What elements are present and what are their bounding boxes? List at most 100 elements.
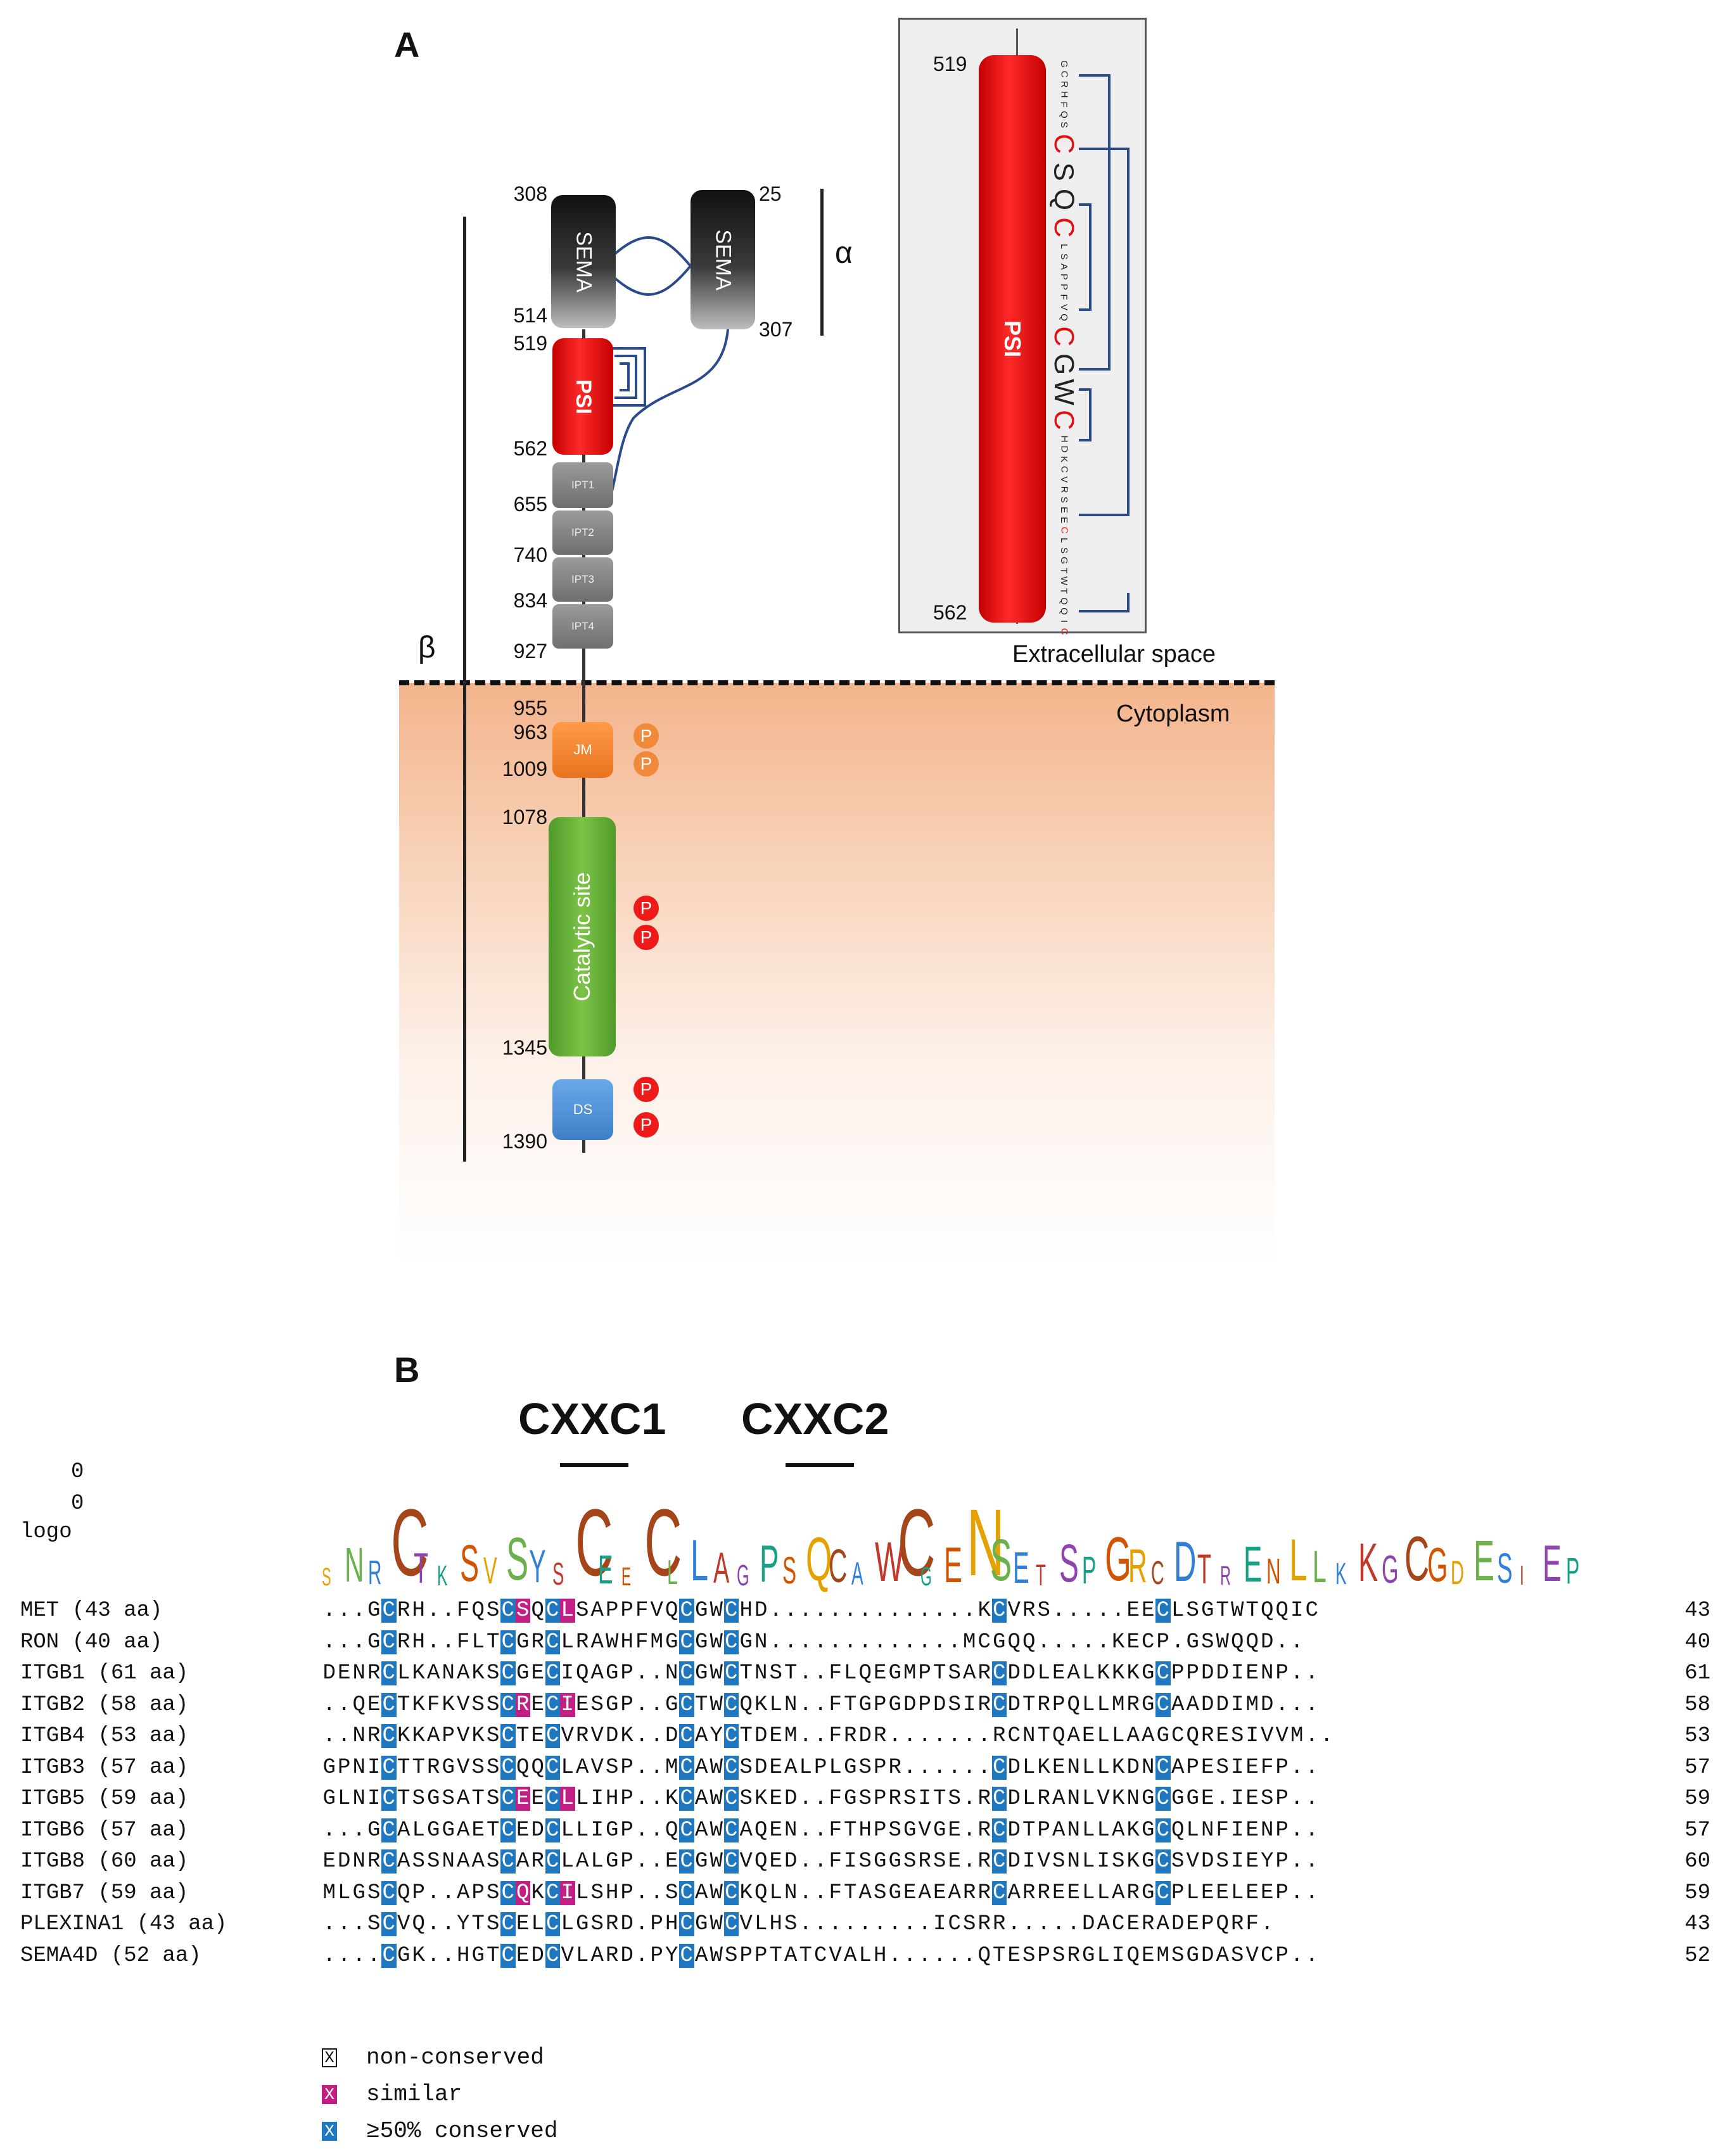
residue: E xyxy=(531,1787,544,1811)
residue: Q xyxy=(1007,1630,1021,1654)
residue: R xyxy=(576,1630,589,1654)
residue: V xyxy=(397,1912,411,1936)
residue: G xyxy=(993,1630,1006,1654)
residue: S xyxy=(739,1787,753,1811)
alignment-row-length: 61 xyxy=(1684,1661,1710,1685)
residue: E xyxy=(874,1661,887,1685)
residue: C xyxy=(381,1787,397,1811)
residue-927: 927 xyxy=(513,640,547,663)
residue: . xyxy=(442,1599,455,1623)
residue: D xyxy=(606,1724,619,1748)
residue: N xyxy=(754,1661,768,1685)
residue: . xyxy=(948,1724,961,1748)
residue: V xyxy=(457,1692,470,1717)
residue: P xyxy=(620,1755,633,1780)
logo-letter: N xyxy=(967,1489,1005,1595)
residue: . xyxy=(903,1912,917,1936)
residue: E xyxy=(1201,1755,1214,1780)
logo-letter: K xyxy=(436,1559,448,1592)
residue: D xyxy=(1261,1630,1274,1654)
residue: C xyxy=(500,1755,516,1780)
residue: . xyxy=(635,1943,649,1968)
motif-cxxc1: CXXC1 xyxy=(518,1394,666,1443)
residue: M xyxy=(1112,1692,1125,1717)
residue: G xyxy=(933,1818,946,1842)
residue: P xyxy=(650,1912,663,1936)
residue: S xyxy=(487,1724,500,1748)
residue: E xyxy=(515,1787,530,1811)
residue: N xyxy=(352,1755,366,1780)
logo-letter: S xyxy=(782,1549,797,1592)
residue: N xyxy=(665,1661,678,1685)
residue: D xyxy=(1201,1943,1214,1968)
residue: E xyxy=(1126,1599,1140,1623)
residue: . xyxy=(963,1943,976,1968)
residue: E xyxy=(1052,1755,1066,1780)
alignment-row-sequence: ...GCRH..FLTCGRCLRAWHFMGCGWCGN..........… xyxy=(322,1630,1304,1654)
residue: . xyxy=(1290,1943,1304,1968)
residue: R xyxy=(1231,1912,1244,1936)
residue: C xyxy=(723,1661,739,1685)
residue: . xyxy=(814,1912,827,1936)
cytoplasm-region xyxy=(399,683,1275,1267)
residue: E xyxy=(338,1661,351,1685)
residue: S xyxy=(487,1692,500,1717)
residue-307: 307 xyxy=(759,318,793,341)
residue: E xyxy=(1052,1880,1066,1905)
scale-tick: 0 xyxy=(71,1460,84,1484)
residue: . xyxy=(799,1599,812,1623)
residue: E xyxy=(769,1724,782,1748)
residue: P xyxy=(1275,1818,1289,1842)
residue: E xyxy=(1216,1880,1229,1905)
residue: A xyxy=(457,1787,470,1811)
residue: . xyxy=(963,1724,976,1748)
phospho-circle: P xyxy=(633,1077,659,1102)
residue: . xyxy=(903,1630,917,1654)
alignment-row-sequence: ....CGK..HGTCEDCVLARD.PYCAWSPPTATCVALH..… xyxy=(322,1943,1320,1968)
residue: P xyxy=(1171,1880,1185,1905)
residue: L xyxy=(576,1787,589,1811)
panel-a-letter: A xyxy=(394,25,420,65)
residue: . xyxy=(635,1724,649,1748)
residue: E xyxy=(531,1724,544,1748)
residue: A xyxy=(471,1849,485,1874)
residue: . xyxy=(918,1755,931,1780)
residue: . xyxy=(635,1787,649,1811)
residue: . xyxy=(1037,1630,1050,1654)
residue: P xyxy=(874,1818,887,1842)
alignment-row-sequence: ...GCALGGAETCEDCLLIGP..QCAWCAQEN..FTHPSG… xyxy=(322,1818,1320,1842)
residue: A xyxy=(457,1818,470,1842)
residue: R xyxy=(874,1724,887,1748)
residue: P xyxy=(412,1880,425,1905)
residue: . xyxy=(338,1692,351,1717)
residue: M xyxy=(903,1661,917,1685)
residue: N xyxy=(784,1692,798,1717)
residue: T xyxy=(397,1755,411,1780)
residue-740: 740 xyxy=(513,543,547,566)
residue: N xyxy=(442,1849,455,1874)
residue: H xyxy=(874,1943,887,1968)
residue: L xyxy=(1097,1880,1110,1905)
residue: S xyxy=(903,1849,917,1874)
logo-letter: G xyxy=(736,1559,749,1592)
alignment-row-label: ITGB6 (57 aa) xyxy=(20,1818,189,1842)
residue: . xyxy=(650,1818,663,1842)
residue: L xyxy=(576,1818,589,1842)
residue: C xyxy=(545,1630,560,1654)
residue: V xyxy=(1245,1943,1259,1968)
residue: P xyxy=(1186,1755,1199,1780)
logo-letter: D xyxy=(1450,1554,1464,1592)
residue: R xyxy=(397,1630,411,1654)
residue: Q xyxy=(977,1943,991,1968)
residue-562: 562 xyxy=(513,437,547,460)
residue: N xyxy=(1126,1787,1140,1811)
alignment-row-label: SEMA4D (52 aa) xyxy=(20,1943,201,1968)
residue: A xyxy=(1112,1818,1125,1842)
residue: C xyxy=(679,1818,694,1842)
logo-letter: C xyxy=(898,1489,936,1595)
inset-disulfide-brackets xyxy=(1079,74,1130,612)
residue: V xyxy=(561,1943,574,1968)
residue: R xyxy=(531,1630,544,1654)
residue: . xyxy=(322,1943,336,1968)
